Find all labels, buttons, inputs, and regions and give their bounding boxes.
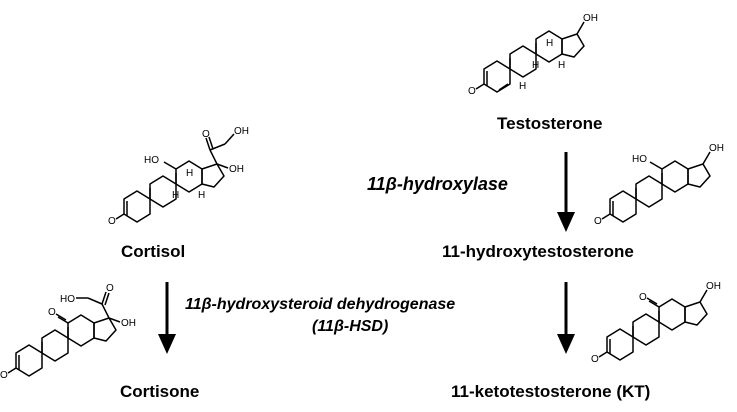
arrow-hydroxy-to-keto [557,282,575,354]
hydrogen-atom: H [198,190,205,201]
hydroxytestosterone-structure: O OH HO [594,143,724,227]
hydroxyl-bond [224,133,235,145]
hydroxyl-group-17: OH [121,318,136,329]
hydroxyl-group: OH [583,13,598,24]
hydroxyl-bond [163,161,177,170]
hydroxyl-bond [699,289,708,303]
carbonyl-bond [101,291,107,305]
cortisol-label: Cortisol [121,242,186,261]
ketone-bond [601,213,611,220]
steroid-skeleton [598,289,708,361]
ketone-bond [648,300,660,308]
double-bond [498,83,509,91]
side-chain [209,149,218,165]
testosterone-structure: O OH H H H H [468,13,598,97]
hydroxyl-group: OH [234,126,249,137]
cortisone-structure: O O O HO OH [0,283,136,381]
ketotestosterone-structure: O OH O [591,281,721,365]
ketone-bond [475,83,485,90]
oxygen-atom: O [202,129,210,140]
side-chain [209,143,226,151]
ketone-bond [7,367,17,374]
hydrogen-atom: H [172,190,179,201]
hydroxytestosterone-label: 11-hydroxytestosterone [442,242,634,261]
hydroxyl-group: OH [709,143,724,154]
carbonyl-bond [205,137,211,151]
hydroxyl-group-11: HO [144,155,159,166]
carbonyl-double-bond [208,136,214,150]
oxygen-atom: O [0,370,8,381]
hydroxyl-group: HO [60,294,75,305]
hydroxyl-group: OH [706,281,721,292]
hydrogen-atom: H [186,168,193,179]
hsd-enzyme-label: 11β-hydroxysteroid dehydrogenase [185,296,456,313]
hydroxylase-enzyme-label: 11β-hydroxylase [367,174,508,194]
side-chain [87,297,103,305]
steroid-skeleton [475,21,585,93]
steroid-skeleton [115,133,235,223]
oxygen-atom: O [108,216,116,227]
hydroxyl-group-17: OH [229,164,244,175]
testosterone-label: Testosterone [497,114,603,133]
oxygen-atom: O [468,86,476,97]
hydroxyl-bond [576,21,585,35]
ketotestosterone-label: 11-ketotestosterone (KT) [451,382,651,401]
oxygen-atom: O [594,216,602,227]
hydrogen-atom: H [546,38,553,49]
ketone-bond [57,316,69,324]
arrow-cortisol-to-cortisone [158,282,176,354]
hydroxyl-bond [108,317,121,323]
cortisol-structure: O HO O OH OH H H H [108,126,249,227]
carbonyl-double-bond [104,292,110,306]
hydroxyl-bond [702,151,711,165]
hydrogen-atom: H [558,60,565,71]
hydrogen-atom: H [519,81,526,92]
oxygen-atom: O [591,354,599,365]
hydroxyl-bond [216,163,229,169]
hydrogen-atom: H [532,60,539,71]
steroid-skeleton [7,291,121,377]
hsd-abbrev-label: (11β-HSD) [312,318,389,335]
oxygen-atom-11: O [48,307,56,318]
ketone-double-bond [646,297,658,305]
hydroxyl-bond [649,161,663,170]
ketone-double-bond [55,313,67,321]
ketone-bond [115,213,125,220]
cortisone-label: Cortisone [120,382,200,401]
ketone-bond [598,351,608,358]
steroid-skeleton [601,151,711,223]
hydroxyl-group-11: HO [632,154,647,165]
arrow-testosterone-to-hydroxy [557,152,575,232]
side-chain [101,303,110,319]
oxygen-atom: O [106,283,114,294]
oxygen-atom-11: O [639,292,647,303]
